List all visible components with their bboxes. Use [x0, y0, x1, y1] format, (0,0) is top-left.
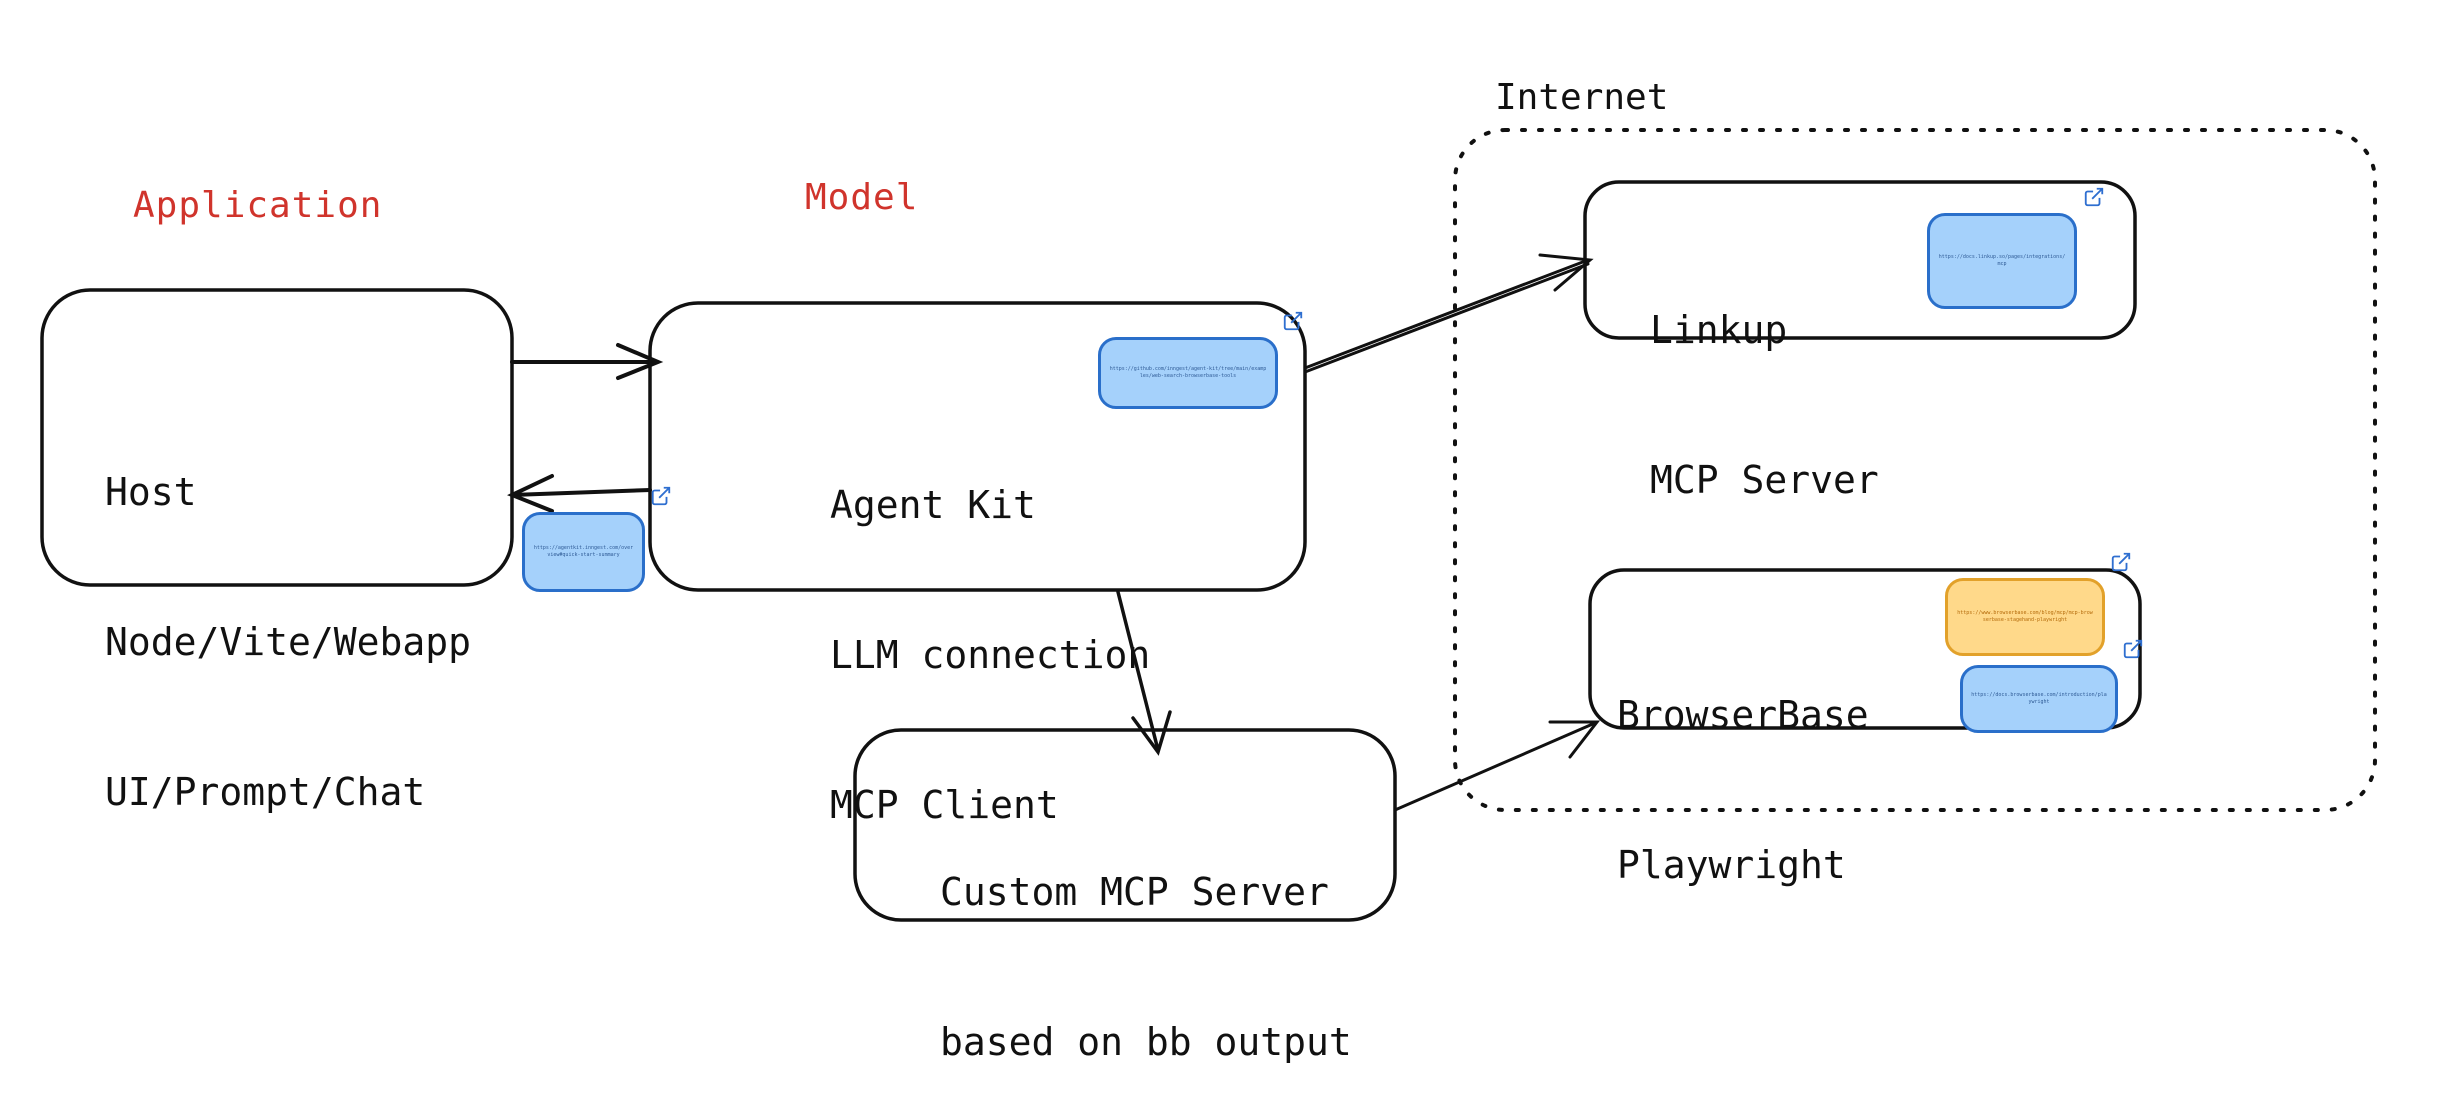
- browserbase-box[interactable]: [1588, 568, 2142, 730]
- external-link-icon[interactable]: [2083, 186, 2105, 208]
- custom-mcp-line-1: Custom MCP Server: [940, 870, 1329, 914]
- agent-kit-line-3: MCP Client: [830, 783, 1059, 827]
- custom-mcp-box[interactable]: [853, 728, 1397, 922]
- host-line-3: UI/Prompt/Chat: [105, 770, 426, 814]
- agent-kit-label: Agent Kit LLM connection MCP Client: [830, 380, 1150, 880]
- section-label-application: Application: [133, 185, 383, 226]
- host-line-1: Host: [105, 470, 197, 514]
- external-link-icon[interactable]: [1282, 310, 1304, 332]
- custom-mcp-label: Custom MCP Server based on bb output: [940, 767, 1352, 1117]
- custom-mcp-line-2: based on bb output: [940, 1020, 1352, 1064]
- arrow-agent-to-custom-mcp: [1116, 590, 1172, 756]
- external-link-icon[interactable]: [650, 485, 672, 507]
- section-label-model: Model: [805, 177, 919, 218]
- internet-region: [1453, 128, 2377, 812]
- agent-kit-box[interactable]: [648, 301, 1307, 592]
- browserbase-link-card-blue[interactable]: https://docs.browserbase.com/introductio…: [1960, 665, 2118, 733]
- browserbase-link-card-yellow[interactable]: https://www.browserbase.com/blog/mcp/mcp…: [1945, 578, 2105, 656]
- browserbase-line-1: BrowserBase: [1617, 693, 1869, 737]
- browserbase-line-2: Playwright: [1617, 843, 1846, 887]
- host-box[interactable]: [40, 288, 514, 587]
- section-label-internet: Internet: [1495, 77, 1669, 118]
- agent-kit-line-2: LLM connection: [830, 633, 1151, 677]
- external-link-icon[interactable]: [2122, 638, 2144, 660]
- linkup-label: Linkup MCP Server: [1650, 205, 1879, 555]
- arrow-agent-to-linkup: [1303, 253, 1594, 374]
- host-label: Host Node/Vite/Webapp UI/Prompt/Chat: [105, 367, 471, 867]
- host-line-2: Node/Vite/Webapp: [105, 620, 472, 664]
- agent-link-card[interactable]: https://github.com/inngest/agent-kit/tre…: [1098, 337, 1278, 409]
- agent-kit-line-1: Agent Kit: [830, 483, 1036, 527]
- host-link-card[interactable]: https://agentkit.inngest.com/overview#qu…: [522, 512, 645, 592]
- arrow-custom-mcp-to-browserbase: [1393, 720, 1601, 812]
- arrow-agent-to-host: [507, 474, 652, 513]
- diagram-canvas: [40, 128, 2377, 922]
- external-link-icon[interactable]: [2110, 551, 2132, 573]
- arrow-host-to-agent: [510, 343, 664, 380]
- linkup-link-card[interactable]: https://docs.linkup.so/pages/integration…: [1927, 213, 2077, 309]
- linkup-line-2: MCP Server: [1650, 458, 1879, 502]
- browserbase-label: BrowserBase Playwright: [1617, 590, 1869, 940]
- linkup-line-1: Linkup: [1650, 308, 1788, 352]
